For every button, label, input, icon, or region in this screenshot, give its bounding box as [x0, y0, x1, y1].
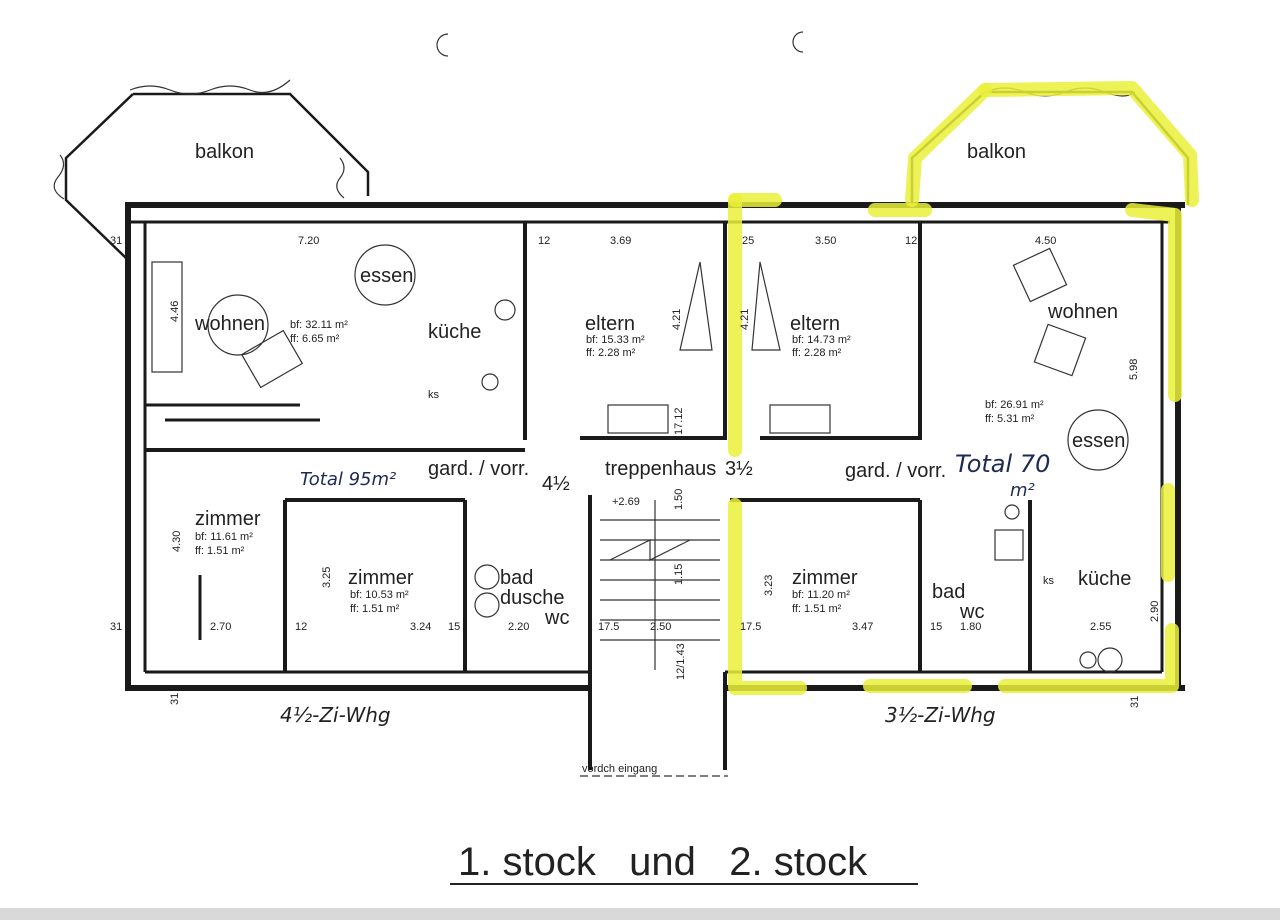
right-gard-label: gard. / vorr.: [845, 460, 946, 482]
left-eltern-ff: ff: 2.28 m²: [586, 347, 636, 359]
dim-421-b: 4.21: [739, 309, 751, 330]
left-bad-label: bad: [500, 567, 533, 589]
dim-446: 4.46: [169, 301, 181, 322]
left-wohnen-bf: bf: 32.11 m²: [290, 319, 348, 331]
left-wc-label: wc: [544, 607, 569, 629]
page-bottom-edge: [0, 908, 1280, 920]
left-eltern-label: eltern: [585, 313, 635, 335]
dim-180: 1.80: [960, 621, 981, 633]
dim-324: 3.24: [410, 621, 431, 633]
left-wohnen-label: wohnen: [194, 313, 265, 335]
dim-12-b: 12: [905, 235, 917, 247]
dim-250: 2.50: [650, 621, 671, 633]
left-gard-label: gard. / vorr.: [428, 458, 529, 480]
interior-walls: [145, 222, 1032, 672]
right-eltern-ff: ff: 2.28 m²: [792, 347, 842, 359]
right-wohnen-label: wohnen: [1047, 301, 1118, 323]
dim-12-c: 12: [295, 621, 307, 633]
right-handwritten-total-2: m²: [1010, 480, 1035, 501]
dim-369: 3.69: [610, 235, 631, 247]
dim-150: 1.50: [673, 489, 685, 510]
left-zimmer1-bf: bf: 11.61 m²: [195, 531, 253, 543]
left-zimmer1-label: zimmer: [195, 508, 261, 530]
right-eltern-label: eltern: [790, 313, 840, 335]
half-right-label: 3½: [725, 458, 753, 480]
left-zimmer1-ff: ff: 1.51 m²: [195, 545, 245, 557]
staircase: [600, 500, 720, 670]
dim-290: 2.90: [1149, 601, 1161, 622]
left-balkon-label: balkon: [195, 141, 254, 163]
dim-15-b: 15: [930, 621, 942, 633]
dim-31-left-bottom: 31: [110, 621, 122, 633]
right-balkon-label: balkon: [967, 141, 1026, 163]
plan-title: 1. stock und 2. stock: [450, 840, 918, 885]
right-unit-highlight: [728, 81, 1199, 695]
left-essen-label: essen: [360, 265, 413, 287]
dim-ks-right: ks: [1043, 575, 1055, 587]
binder-holes: [436, 31, 804, 57]
dim-255: 2.55: [1090, 621, 1111, 633]
dim-12-a: 12: [538, 235, 550, 247]
left-zimmer2-label: zimmer: [348, 567, 414, 589]
left-handwritten-total: Total 95m²: [300, 469, 396, 490]
left-eltern-bf: bf: 15.33 m²: [586, 334, 645, 346]
dim-450: 4.50: [1035, 235, 1056, 247]
dim-175-b: 17.5: [740, 621, 761, 633]
dim-115: 1.15: [673, 564, 685, 585]
right-handwritten-total-1: Total 70: [955, 450, 1050, 478]
dim-15-a: 15: [448, 621, 460, 633]
right-wc-label: wc: [959, 601, 984, 623]
half-left-label: 4½: [542, 473, 570, 495]
vorplatz-eingang-label: vordch eingang: [582, 763, 657, 775]
dim-325: 3.25: [321, 567, 333, 588]
dimensions: 31 7.20 12 3.69 25 3.50 12 4.50 4.46 4.2…: [110, 235, 1161, 708]
right-eltern-bf: bf: 14.73 m²: [792, 334, 851, 346]
dim-421-a: 4.21: [671, 309, 683, 330]
right-essen-label: essen: [1072, 430, 1125, 452]
left-unit-label: 4½-Zi-Whg: [280, 703, 391, 727]
dim-175-a: 17.5: [598, 621, 619, 633]
right-zimmer-bf: bf: 11.20 m²: [792, 589, 850, 601]
right-zimmer-label: zimmer: [792, 567, 858, 589]
right-bad-label: bad: [932, 581, 965, 603]
right-kueche-label: küche: [1078, 568, 1131, 590]
left-unit-labels: balkon essen wohnen bf: 32.11 m² ff: 6.6…: [194, 141, 645, 629]
plan-title-text: 1. stock und 2. stock: [458, 840, 868, 884]
dim-270: 2.70: [210, 621, 231, 633]
dim-1712: 17.12: [673, 407, 685, 435]
core-labels: treppenhaus 4½ 3½ +2.69 vordch eingang: [542, 458, 753, 777]
left-wohnen-ff: ff: 6.65 m²: [290, 333, 340, 345]
left-dusche-label: dusche: [500, 587, 565, 609]
dim-220: 2.20: [508, 621, 529, 633]
left-kueche-label: küche: [428, 321, 481, 343]
dim-25: 25: [742, 235, 754, 247]
left-zimmer2-ff: ff: 1.51 m²: [350, 603, 400, 615]
right-unit-label: 3½-Zi-Whg: [885, 703, 996, 727]
dim-350: 3.50: [815, 235, 836, 247]
dim-31-top-left: 31: [110, 235, 122, 247]
dim-720: 7.20: [298, 235, 319, 247]
dim-598: 5.98: [1128, 359, 1140, 380]
left-balcony: [53, 79, 370, 259]
treppenhaus-label: treppenhaus: [605, 458, 716, 480]
right-wohnen-ff: ff: 5.31 m²: [985, 413, 1035, 425]
level-label: +2.69: [612, 496, 640, 508]
dim-143: 12/1.43: [675, 643, 687, 680]
handwritten-notes: Total 95m² Total 70 m² 4½-Zi-Whg 3½-Zi-W…: [280, 450, 1050, 727]
dim-430: 4.30: [171, 531, 183, 552]
right-zimmer-ff: ff: 1.51 m²: [792, 603, 842, 615]
right-wohnen-bf: bf: 26.91 m²: [985, 399, 1044, 411]
left-zimmer2-bf: bf: 10.53 m²: [350, 589, 409, 601]
dim-347: 3.47: [852, 621, 873, 633]
dim-31-bottom-right: 31: [1129, 696, 1141, 708]
right-unit-labels: balkon eltern bf: 14.73 m² ff: 2.28 m² w…: [790, 141, 1131, 623]
dim-ks-left: ks: [428, 389, 440, 401]
furniture: [151, 244, 1129, 673]
dim-31-bottom-left: 31: [169, 693, 181, 705]
dim-323: 3.23: [763, 575, 775, 596]
